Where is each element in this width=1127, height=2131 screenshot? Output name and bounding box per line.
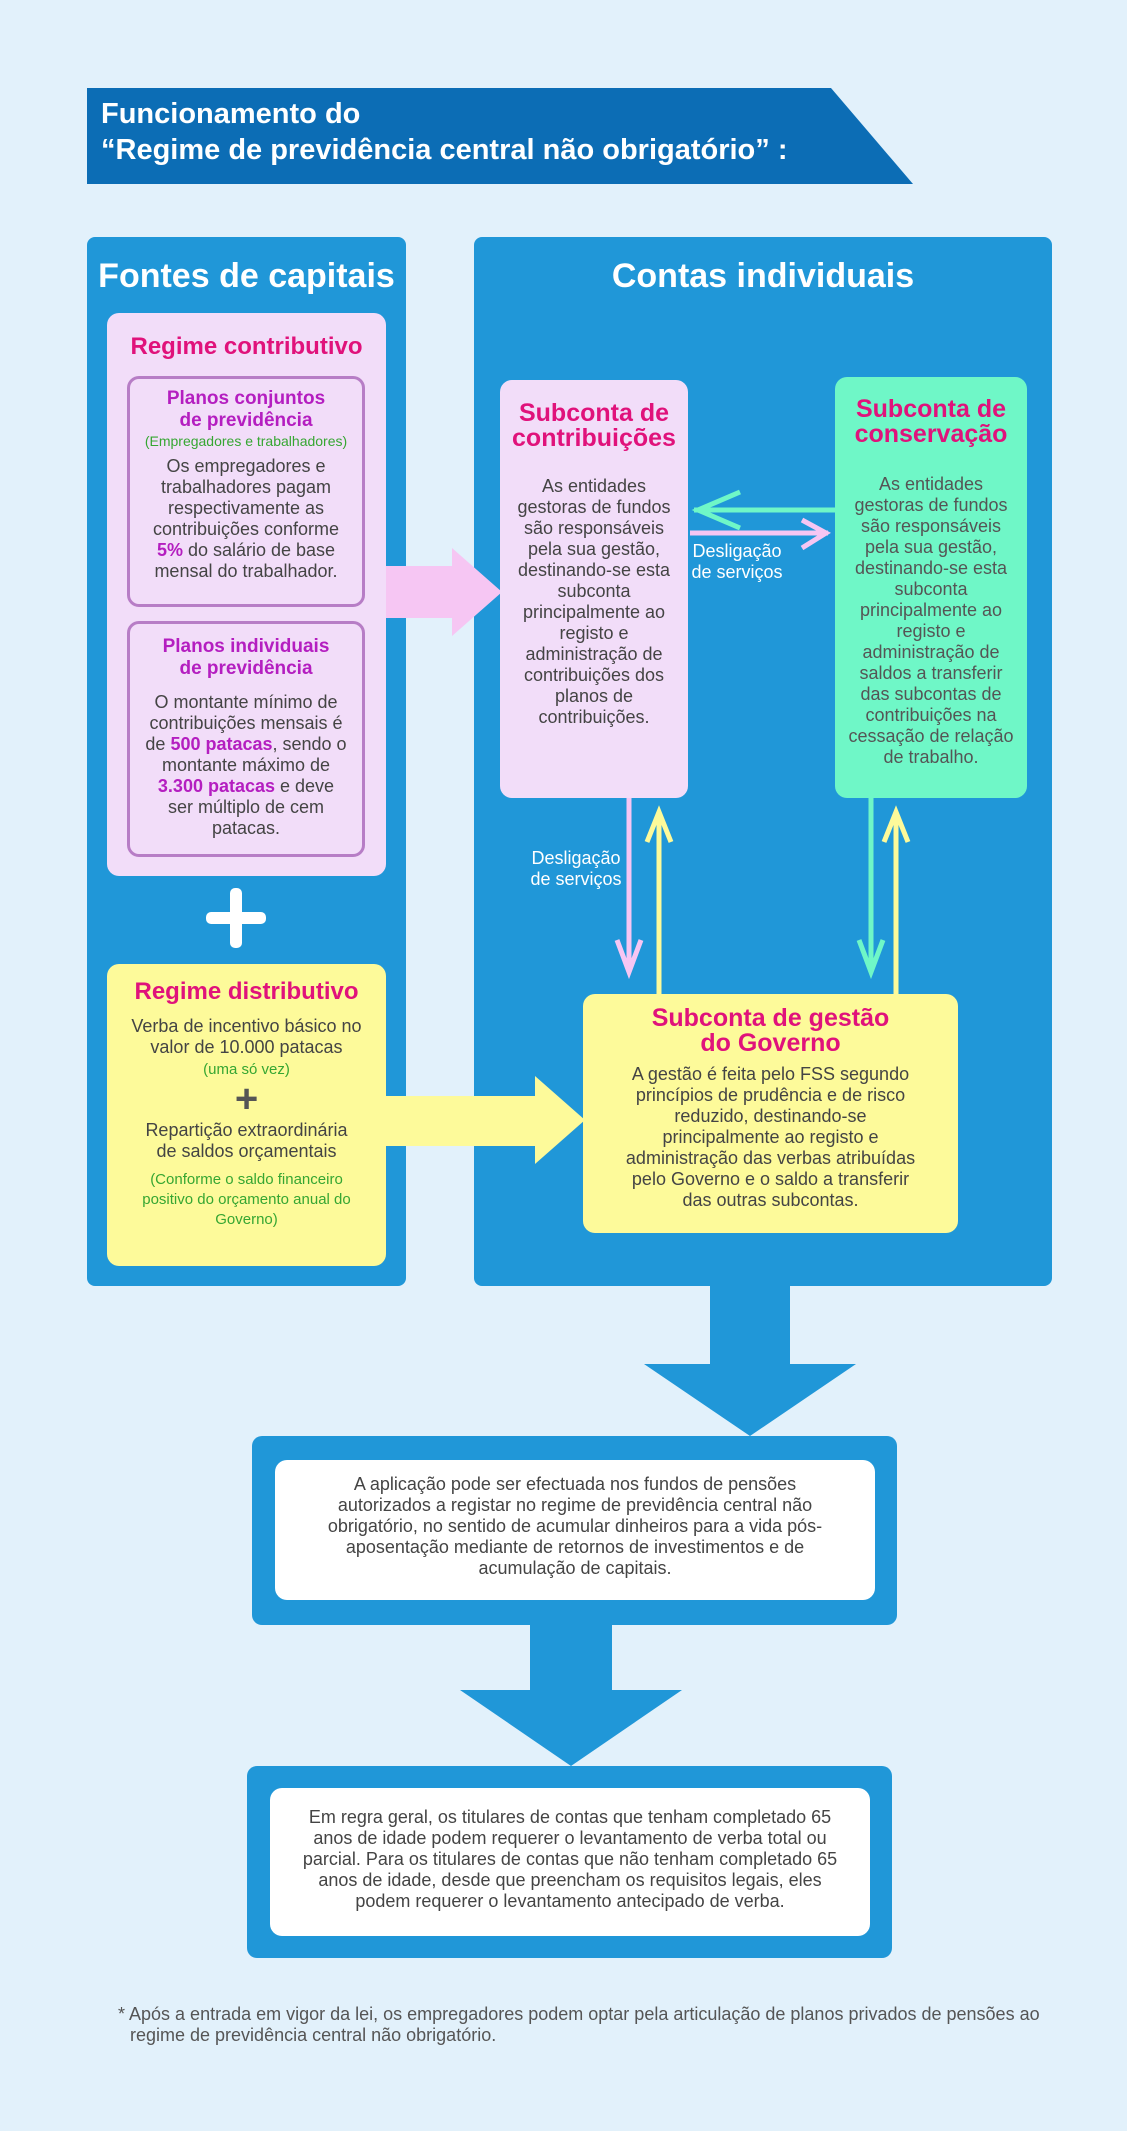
label-vertical-line2: de serviços	[530, 869, 622, 889]
conservation-subaccount-title: Subconta de conservação	[835, 397, 1027, 447]
contributive-regime-title: Regime contributivo	[130, 333, 363, 360]
arrow-conservation-to-contributions	[691, 489, 835, 531]
individual-plans-box: Planos individuais de previdência O mont…	[127, 621, 365, 857]
withdrawal-box: Em regra geral, os titulares de contas q…	[270, 1788, 870, 1936]
arrow-contributive-to-contributions	[382, 548, 502, 636]
incentive-note: (uma só vez)	[203, 1061, 290, 1078]
surplus-text: Repartição extraordinária de saldos orça…	[145, 1120, 348, 1161]
joint-plans-text: Os empregadores e trabalhadores pagam re…	[130, 450, 362, 582]
joint-plans-box: Planos conjuntos de previdência (Emprega…	[127, 376, 365, 607]
distributive-regime-card: Regime distributivo Verba de incentivo b…	[107, 964, 386, 1266]
contributions-subaccount-title: Subconta de contribuições	[500, 401, 688, 451]
individual-plans-title: Planos individuais de previdência	[130, 636, 362, 680]
joint-plans-title-line2: de previdência	[179, 410, 313, 431]
conservation-subaccount-card: Subconta de conservação As entidades ges…	[835, 377, 1027, 798]
contributions-subaccount-text: As entidades gestoras de fundos são resp…	[517, 476, 671, 727]
arrow-government-to-conservation	[881, 805, 911, 994]
application-text: A aplicação pode ser efectuada nos fundo…	[327, 1474, 823, 1578]
joint-plans-title: Planos conjuntos de previdência	[130, 388, 362, 432]
joint-plans-highlight: 5%	[156, 540, 183, 560]
joint-plans-text-before: Os empregadores e trabalhadores pagam re…	[152, 456, 340, 539]
conservation-title-line2: conservação	[854, 420, 1008, 448]
arrow-contributions-to-government	[614, 798, 644, 980]
title-banner-shape	[87, 88, 913, 184]
individual-plans-highlight-max: 3.300 patacas	[157, 776, 276, 796]
joint-plans-subtitle: (Empregadores e trabalhadores)	[144, 433, 348, 449]
government-title-line1: Subconta de gestão	[651, 1004, 890, 1032]
joint-plans-text-after: do salário de base mensal do trabalhador…	[154, 540, 338, 581]
individual-plans-text: O montante mínimo de contribuições mensa…	[130, 680, 362, 839]
government-subaccount-card: Subconta de gestão do Governo A gestão é…	[583, 994, 958, 1233]
sources-heading: Fontes de capitais	[98, 257, 395, 295]
individual-plans-title-line1: Planos individuais	[162, 636, 330, 657]
page-title: Funcionamento do “Regime de previdência …	[101, 96, 787, 168]
arrow-contributions-to-conservation	[690, 517, 831, 551]
label-horizontal-line1: Desligação	[692, 541, 782, 561]
arrow-government-to-contributions	[644, 805, 674, 994]
government-subaccount-text: A gestão é feita pelo FSS segundo princí…	[625, 1064, 916, 1210]
joint-plans-title-line1: Planos conjuntos	[166, 388, 326, 409]
individual-plans-title-line2: de previdência	[179, 658, 313, 679]
conservation-title-line1: Subconta de	[855, 395, 1006, 423]
conservation-subaccount-text: As entidades gestoras de fundos são resp…	[848, 474, 1014, 767]
contributive-regime-card	[107, 313, 386, 876]
plus-icon	[206, 888, 266, 948]
government-title-line2: do Governo	[700, 1029, 841, 1057]
label-horizontal-line2: de serviços	[691, 562, 783, 582]
withdrawal-text: Em regra geral, os titulares de contas q…	[302, 1807, 838, 1911]
contributions-title-line1: Subconta de	[518, 399, 669, 427]
page-title-line1: Funcionamento do	[101, 98, 361, 130]
distributive-plus-icon: +	[234, 1077, 259, 1121]
arrow-conservation-to-government	[856, 798, 886, 980]
individual-plans-text-1: O montante mínimo de contribuições mensa…	[145, 692, 343, 754]
arrow-distributive-to-government	[382, 1076, 585, 1164]
government-subaccount-title: Subconta de gestão do Governo	[583, 1006, 958, 1056]
distributive-regime-title: Regime distributivo	[134, 978, 359, 1005]
arrow-down-application-to-withdrawal	[460, 1622, 682, 1766]
individual-plans-highlight-min: 500 patacas	[170, 734, 273, 754]
accounts-heading: Contas individuais	[611, 257, 915, 295]
contributions-subaccount-card: Subconta de contribuições As entidades g…	[500, 380, 688, 798]
surplus-note: (Conforme o saldo financeiro positivo do…	[142, 1171, 351, 1228]
application-box: A aplicação pode ser efectuada nos fundo…	[275, 1460, 875, 1600]
individual-plans-text-2: , sendo o montante máximo de	[161, 734, 347, 775]
page-title-line2: “Regime de previdência central não obrig…	[101, 134, 788, 166]
individual-plans-text-3: e deve ser múltiplo de cem patacas.	[167, 776, 335, 838]
title-banner: Funcionamento do “Regime de previdência …	[87, 88, 913, 184]
label-termination-vertical: Desligação de serviços	[528, 848, 624, 890]
footnote: * Após a entrada em vigor da lei, os emp…	[118, 2004, 1040, 2045]
label-vertical-line1: Desligação	[531, 848, 621, 868]
arrow-down-accounts-to-application	[644, 1286, 856, 1436]
incentive-text: Verba de incentivo básico no valor de 10…	[131, 1016, 362, 1057]
contributions-title-line2: contribuições	[512, 424, 676, 452]
label-termination-horizontal: Desligação de serviços	[690, 541, 784, 583]
